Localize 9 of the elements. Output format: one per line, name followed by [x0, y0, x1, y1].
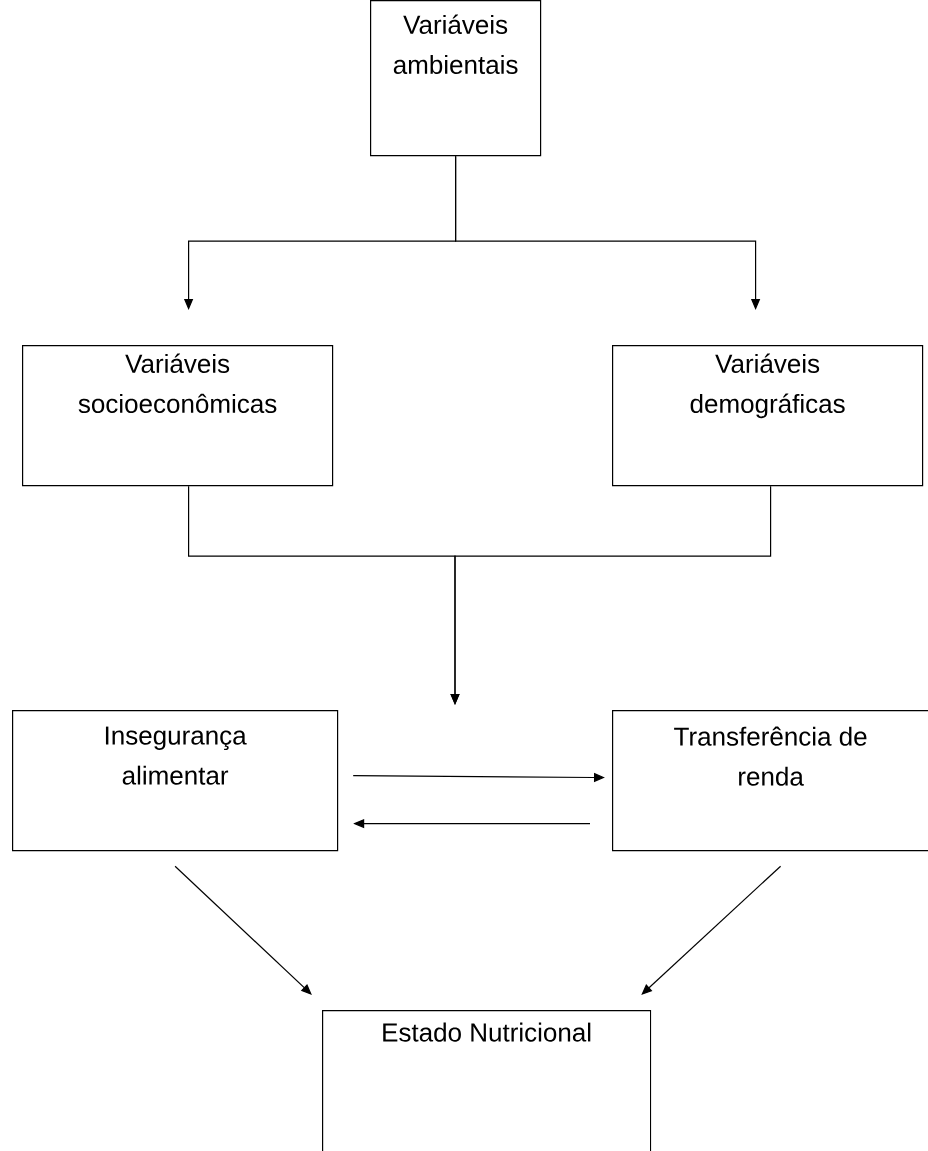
arrow — [641, 865, 782, 995]
arrow — [174, 865, 312, 995]
process-box: Variáveis demográficas — [612, 345, 924, 487]
process-box: Variáveis ambientais — [370, 0, 542, 157]
arrow — [455, 155, 761, 310]
process-box: Insegurança alimentar — [12, 710, 339, 852]
process-box: Estado Nutricional — [322, 1010, 652, 1151]
process-box: Transferência de renda — [612, 710, 928, 852]
process-box: Variáveis socioeconômicas — [22, 345, 334, 487]
